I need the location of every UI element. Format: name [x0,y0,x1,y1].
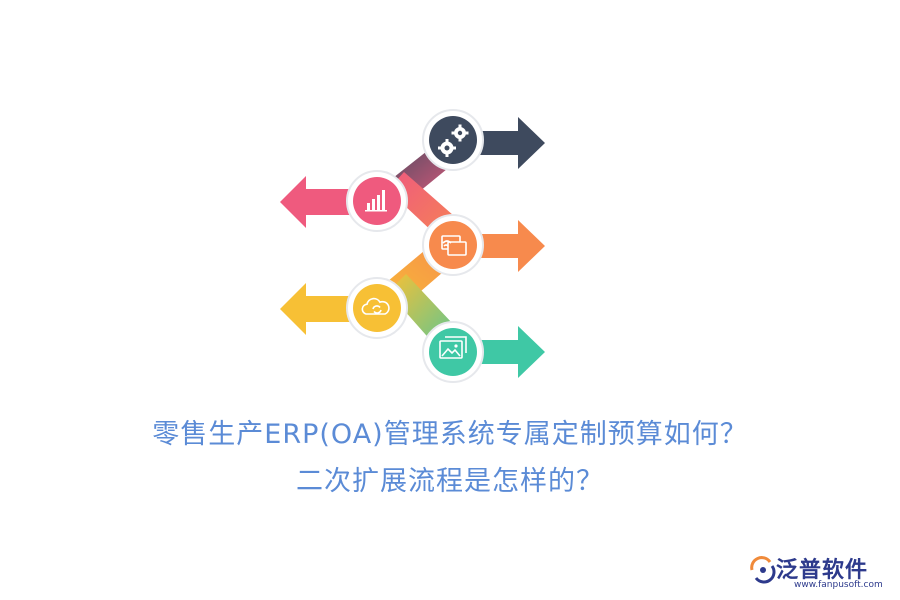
bar-chart-icon [365,190,387,212]
arrow-left-pink [280,176,360,228]
brand-name: 泛普软件 [776,558,869,583]
title-line-2: 二次扩展流程是怎样的？ [296,466,604,497]
arrow-left-yellow [280,283,360,335]
brand-logo: 泛普软件 www.fanpusoft.com [748,550,888,594]
step-3-node [422,214,484,276]
brand-url: www.fanpusoft.com [794,580,883,590]
gears-icon [438,124,469,157]
arrow-right-dark [468,117,545,169]
arrow-right-orange [468,220,545,272]
step-4-node [346,277,408,339]
title-line-1: 零售生产ERP(OA)管理系统专属定制预算如何？ [152,419,748,450]
step-1-node [422,109,484,171]
process-infographic [280,109,545,383]
cloud-sync-icon [361,297,390,315]
image-gallery-icon [439,336,467,359]
screen-share-icon [441,235,467,256]
step-2-node [346,170,408,232]
step-5-node [422,321,484,383]
arrow-right-teal [468,326,545,378]
brand-mark-icon [750,556,776,584]
